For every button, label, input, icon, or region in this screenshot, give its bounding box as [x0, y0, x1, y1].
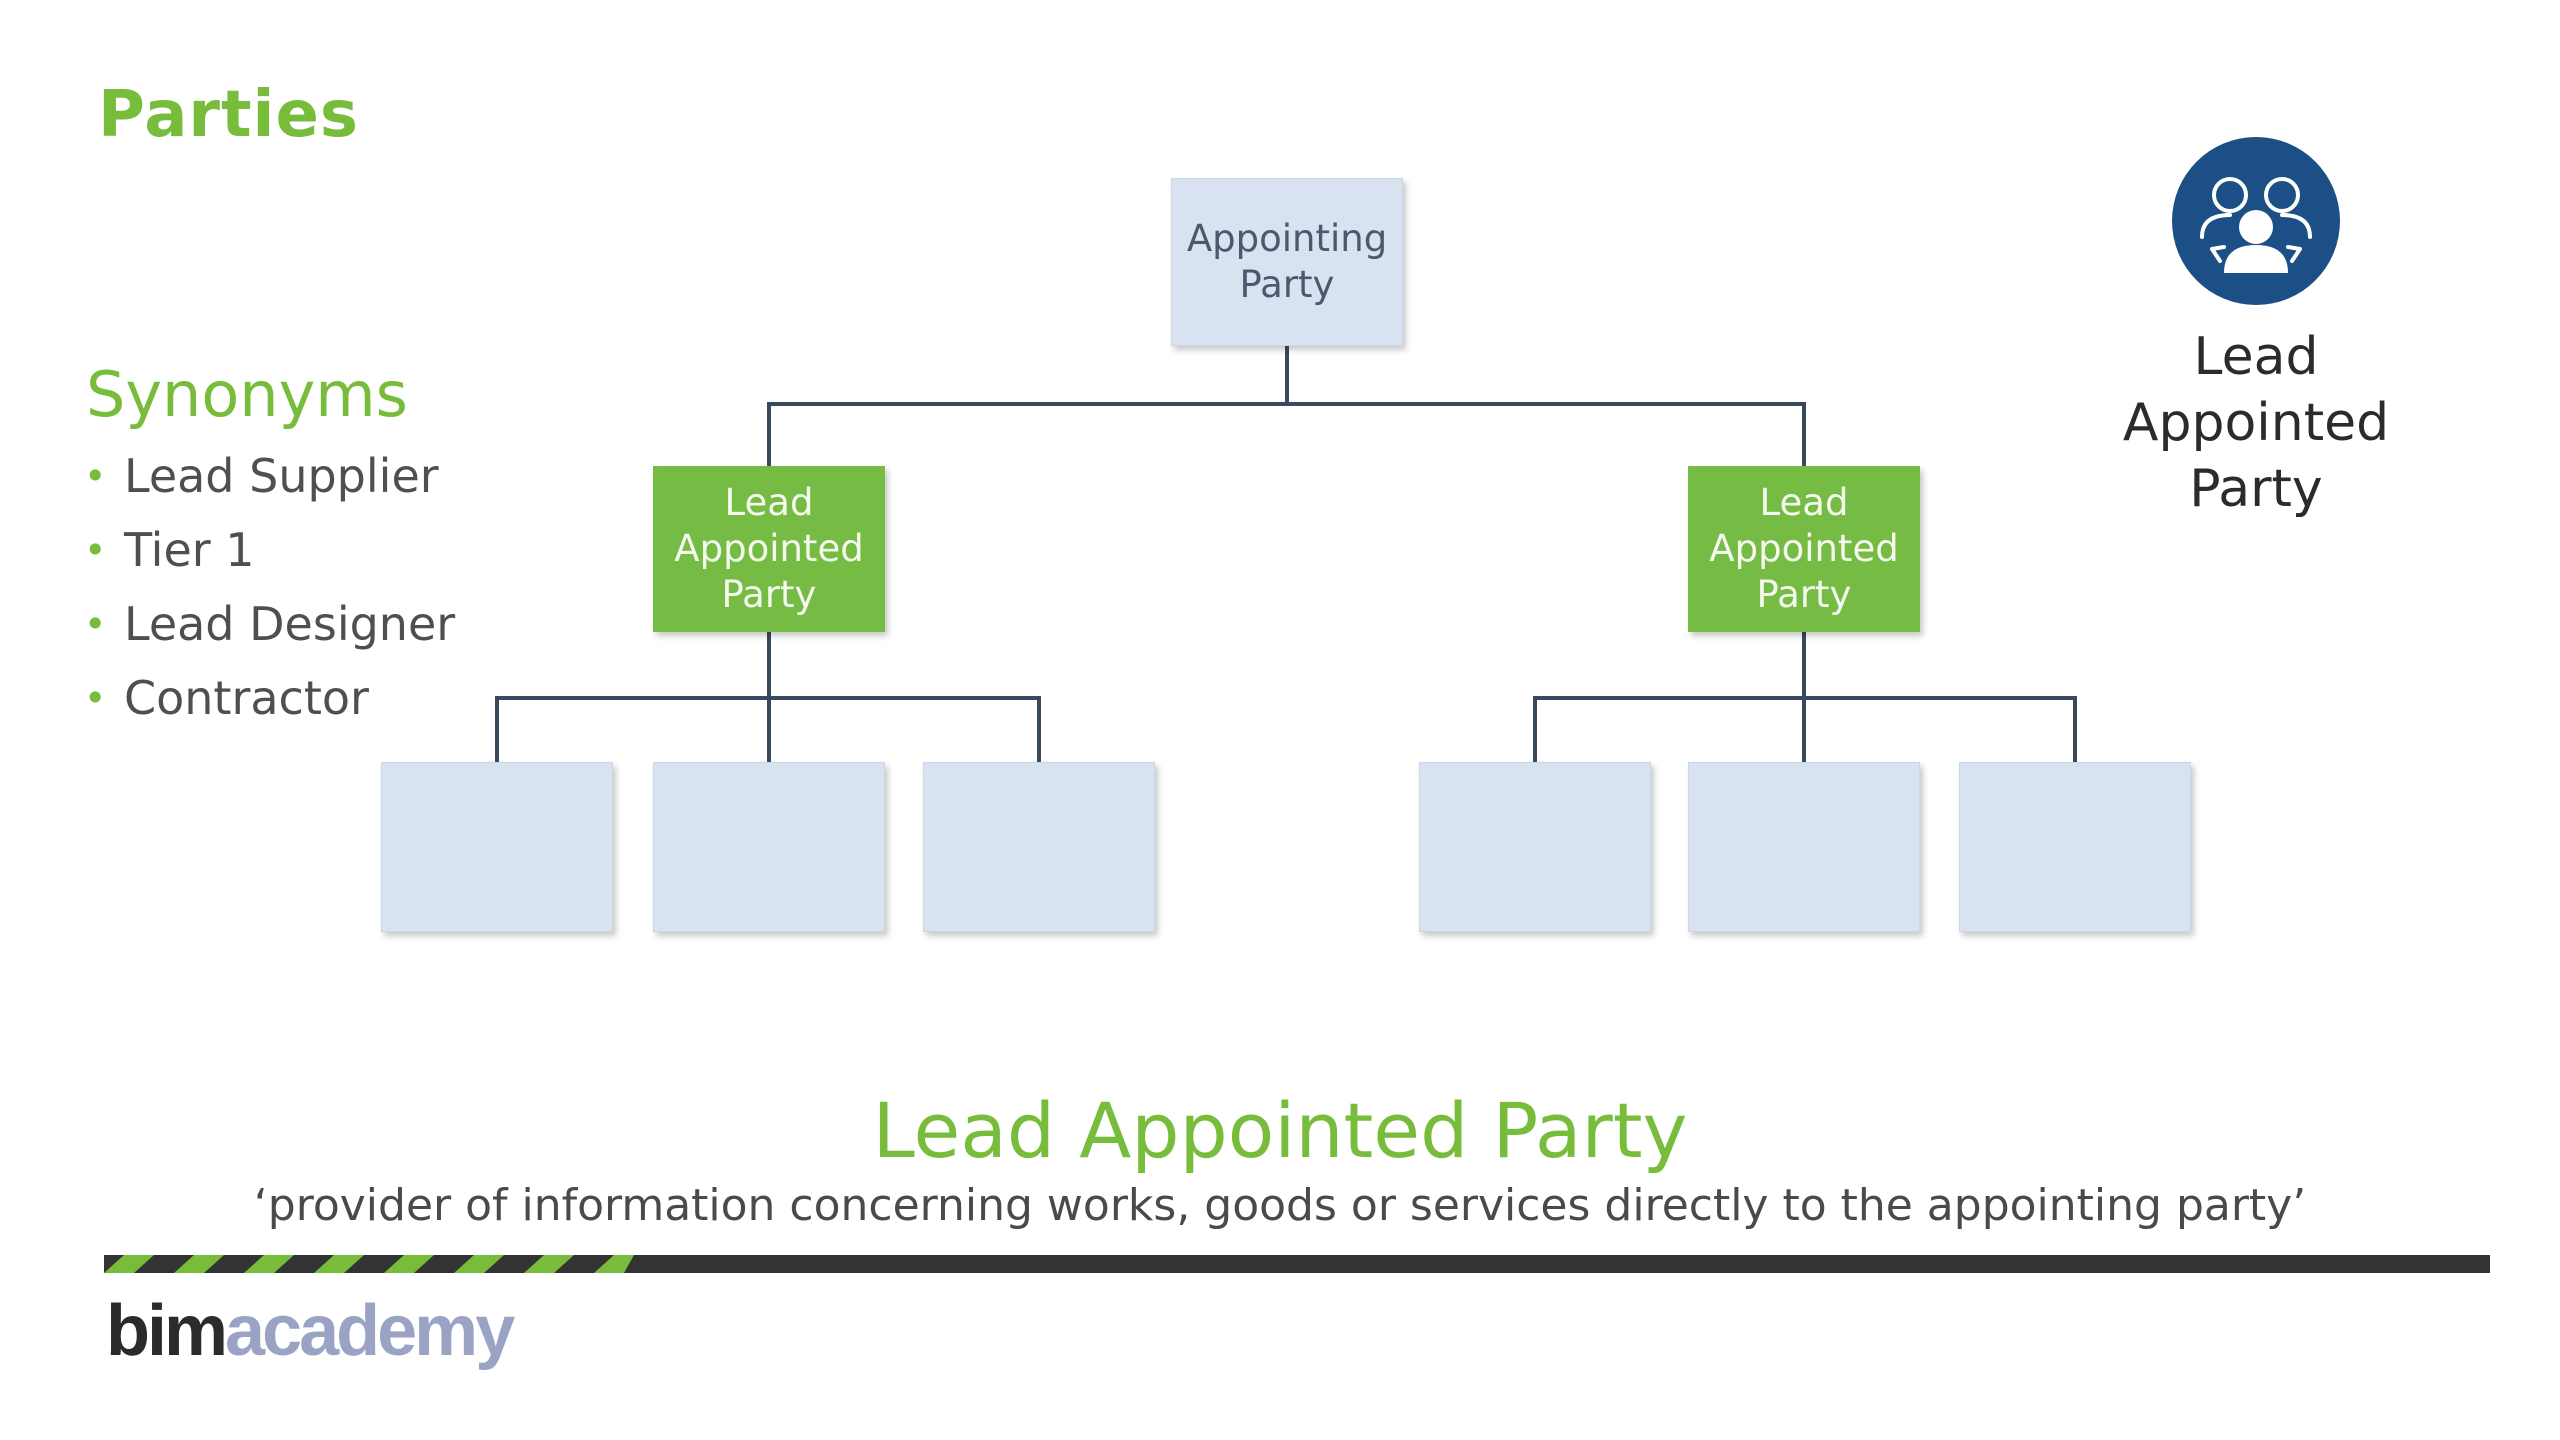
bullet-icon: • — [84, 454, 107, 498]
synonym-item: • Lead Supplier — [84, 448, 455, 522]
synonyms-heading: Synonyms — [86, 358, 408, 431]
lead-appointed-party-box-left: Lead Appointed Party — [653, 466, 885, 632]
appointing-party-box: Appointing Party — [1171, 178, 1403, 346]
synonym-label: Tier 1 — [124, 523, 255, 577]
lead-appointed-party-label: Lead Appointed Party — [1709, 481, 1899, 616]
logo-bim: bim — [106, 1291, 228, 1371]
synonym-label: Lead Designer — [124, 597, 456, 651]
synonym-label: Contractor — [124, 671, 369, 725]
connector-lead2-branch — [1533, 696, 2077, 762]
appointing-party-label: Appointing Party — [1186, 217, 1388, 306]
group-of-people-icon — [2172, 137, 2340, 305]
lead-appointed-party-box-right: Lead Appointed Party — [1688, 466, 1920, 632]
appointed-party-box — [923, 762, 1155, 932]
appointed-party-box — [1688, 762, 1920, 932]
appointed-party-box — [1419, 762, 1651, 932]
connector-lead1-branch — [495, 696, 1041, 762]
logo-academy: academy — [225, 1291, 515, 1371]
synonym-item: • Tier 1 — [84, 522, 455, 596]
bullet-icon: • — [84, 676, 107, 720]
synonym-label: Lead Supplier — [124, 449, 439, 503]
slide-title: Parties — [98, 78, 359, 152]
role-label: Lead Appointed Party — [2122, 327, 2390, 519]
appointed-party-box — [381, 762, 613, 932]
lead-appointed-party-label: Lead Appointed Party — [674, 481, 864, 616]
connector-root-branch — [767, 402, 1806, 466]
definition-text: ‘provider of information concerning work… — [253, 1180, 2307, 1231]
striped-divider-bar — [104, 1255, 2490, 1273]
bimacademy-logo: bimacademy — [106, 1290, 515, 1372]
appointed-party-box — [1959, 762, 2191, 932]
synonyms-list: • Lead Supplier • Tier 1 • Lead Designer • C… — [84, 448, 455, 744]
synonym-item: • Contractor — [84, 670, 455, 744]
synonym-item: • Lead Designer — [84, 596, 455, 670]
definition-title: Lead Appointed Party — [872, 1086, 1688, 1175]
bullet-icon: • — [84, 528, 107, 572]
appointed-party-box — [653, 762, 885, 932]
bullet-icon: • — [84, 602, 107, 646]
